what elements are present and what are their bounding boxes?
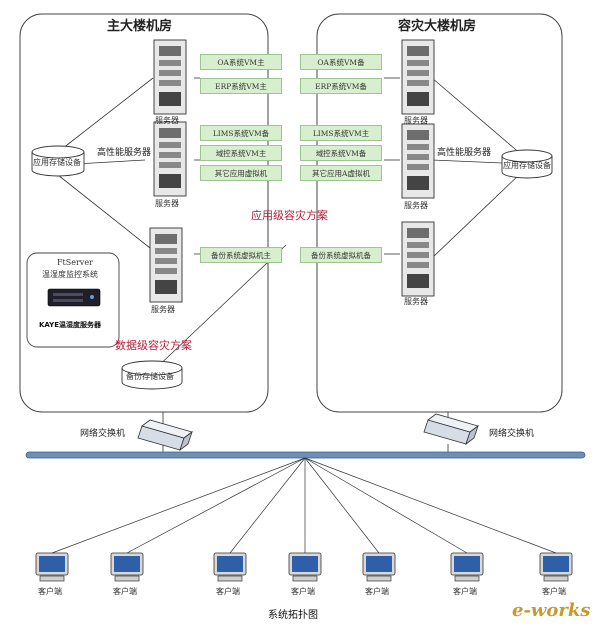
kaye-server-device-icon [47,288,101,307]
dr-server-1-label: 服务器 [404,116,428,125]
figure-caption: 系统拓扑图 [268,610,318,621]
client-label: 客户端 [453,587,477,596]
ftserver-title: FtServer [57,258,93,267]
ftserver-subtitle: 温湿度监控系统 [42,270,98,279]
app-level-dr-scheme-label: 应用级容灾方案 [251,209,328,222]
main-server-3-label: 服务器 [151,305,175,314]
dr-app-storage-icon [501,149,553,179]
kaye-device-label: KAYE温湿度服务器 [39,321,102,329]
client-links [51,457,557,554]
vm-backup-other: 其它应用A虚拟机 [300,165,382,181]
main-server-1 [153,39,187,115]
vm-primary-backup-system: 备份系统虚拟机主 [200,247,282,263]
vm-primary-domain: 域控系统VM主 [200,145,282,161]
backup-storage-icon [121,360,183,390]
client-computer-icon [110,552,144,582]
dr-server-1 [401,39,435,115]
vm-primary-lims: LIMS系统VM备 [200,125,282,141]
dr-server-2 [401,123,435,199]
main-switch-label: 网络交换机 [80,429,126,439]
network-backbone [25,451,586,459]
data-level-dr-scheme-label: 数据级容灾方案 [115,339,192,352]
dr-server-3 [401,221,435,297]
vm-backup-lims: LIMS系统VM主 [300,125,382,141]
vm-backup-backup-system: 备份系统虚拟机备 [300,247,382,263]
dr-high-perf-label: 高性能服务器 [437,148,492,158]
main-room-boundary [19,13,269,413]
dr-app-storage-label: 应用存储设备 [503,161,551,170]
client-label: 客户端 [113,587,137,596]
client-computer-icon [213,552,247,582]
client-computers [35,552,573,582]
client-label: 客户端 [542,587,566,596]
client-computer-icon [539,552,573,582]
client-label: 客户端 [291,587,315,596]
dr-server-2-label: 服务器 [404,201,428,210]
dr-switch-icon [423,413,479,446]
dr-room-title: 容灾大楼机房 [398,19,477,34]
client-label: 客户端 [365,587,389,596]
client-label: 客户端 [38,587,62,596]
client-computer-icon [450,552,484,582]
main-server-1-label: 服务器 [155,116,179,125]
vm-backup-domain: 域控系统VM备 [300,145,382,161]
client-computer-icon [362,552,396,582]
eworks-watermark-logo: e-works [512,600,591,621]
main-server-2 [153,121,187,197]
main-server-2-label: 服务器 [155,199,179,208]
main-high-perf-label: 高性能服务器 [97,148,152,158]
main-app-storage-icon [31,145,85,177]
backup-storage-label: 备份存储设备 [126,372,174,381]
main-switch-icon [137,419,193,452]
client-computer-icon [288,552,322,582]
main-room-title: 主大楼机房 [107,19,173,34]
dr-switch-label: 网络交换机 [489,429,535,439]
vm-primary-other: 其它应用虚拟机 [200,165,282,181]
main-app-storage-label: 应用存储设备 [33,158,81,167]
vm-backup-oa: OA系统VM备 [300,54,382,70]
dr-room-boundary [316,13,563,413]
client-computer-icon [35,552,69,582]
dr-room-links [384,77,523,259]
client-label: 客户端 [216,587,240,596]
dr-server-3-label: 服务器 [404,297,428,306]
vm-primary-erp: ERP系统VM主 [200,78,282,94]
switch-cables [162,412,449,452]
main-server-3 [149,227,183,303]
vm-primary-oa: OA系统VM主 [200,54,282,70]
vm-backup-erp: ERP系统VM备 [300,78,382,94]
